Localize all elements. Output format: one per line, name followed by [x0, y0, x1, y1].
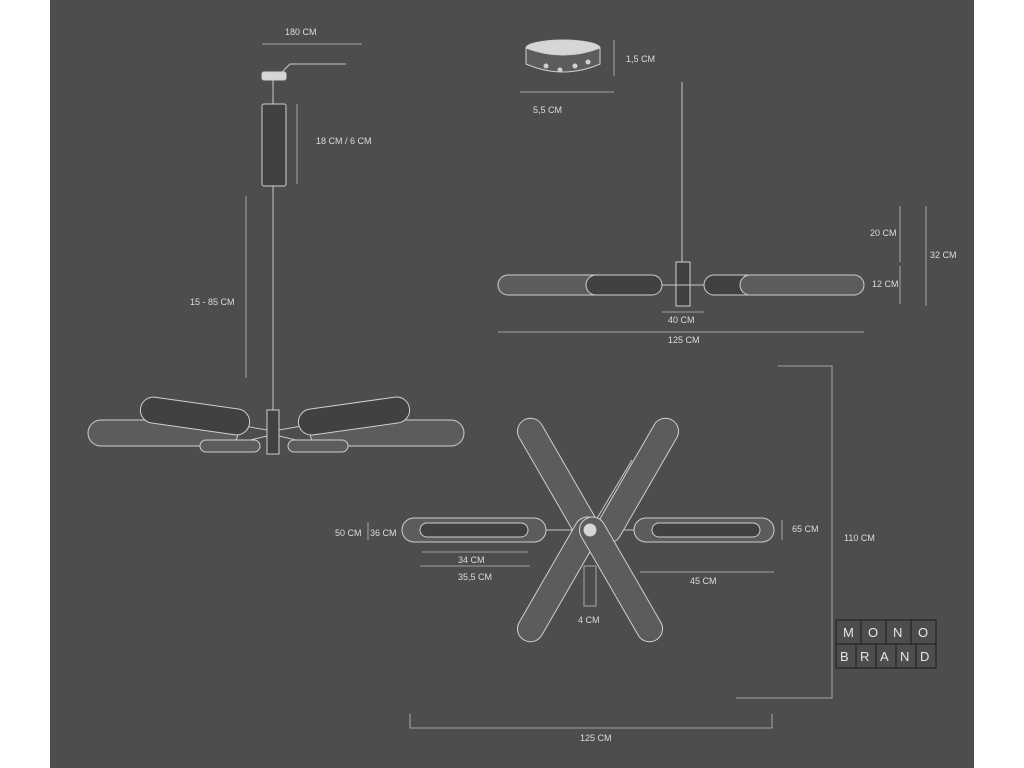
- dim-line-top-height: [736, 365, 833, 699]
- top-view-center: [583, 523, 597, 537]
- dim-body-size: 18 CM / 6 CM: [316, 136, 372, 146]
- dim-tube-height: 65 CM: [792, 524, 819, 534]
- tube-right-small: [287, 439, 349, 453]
- canopy-screw-icon: [572, 63, 578, 69]
- lamp-body: [261, 103, 287, 187]
- logo-letter: A: [880, 649, 891, 664]
- canopy-view: 1,5 CM 5,5 CM: [520, 39, 655, 115]
- canopy-screw-icon: [585, 59, 591, 65]
- tube-left-small: [199, 439, 261, 453]
- canopy-screw-icon: [557, 67, 563, 73]
- dim-tube-outer: 35,5 CM: [458, 572, 492, 582]
- dim-box-center-gap: [583, 565, 597, 607]
- logo-letter: R: [860, 649, 871, 664]
- drawing-panel: [50, 0, 974, 768]
- dim-line-top-width: [409, 714, 773, 729]
- dim-center-gap: 4 CM: [578, 615, 600, 625]
- dim-top-height: 110 CM: [844, 533, 875, 543]
- logo-letter: N: [900, 649, 911, 664]
- dim-canopy-height: 1,5 CM: [626, 54, 655, 64]
- ceiling-canopy: [261, 71, 287, 81]
- dim-top-width: 125 CM: [580, 733, 612, 743]
- elevation-tube-left-inner: [585, 274, 663, 296]
- logo-letter: D: [920, 649, 931, 664]
- dim-side-width: 125 CM: [668, 335, 700, 345]
- dim-upper-height: 20 CM: [870, 228, 897, 238]
- dim-arm-inner: 36 CM: [370, 528, 397, 538]
- logo-letter: O: [918, 625, 930, 640]
- elevation-tube-right-outer: [739, 274, 865, 296]
- dim-arm-outer: 50 CM: [335, 528, 362, 538]
- tube-right-back: [297, 396, 411, 436]
- dim-rod-length: 180 CM: [285, 27, 317, 37]
- dim-canopy-diameter: 5,5 CM: [533, 105, 562, 115]
- logo-letter: B: [840, 649, 851, 664]
- dim-lower-height: 12 CM: [872, 279, 899, 289]
- dim-tube-length: 45 CM: [690, 576, 717, 586]
- tube-horizontal-right-inner: [651, 522, 761, 538]
- side-view-hanging: 180 CM 18 CM / 6 CM 15 - 85 CM: [87, 27, 465, 455]
- elevation-hub: [675, 261, 691, 307]
- dim-hub-width: 40 CM: [668, 315, 695, 325]
- dim-total-height: 32 CM: [930, 250, 957, 260]
- center-hub: [266, 409, 280, 455]
- bracket-arm: [279, 63, 291, 75]
- dim-cable-length: 15 - 85 CM: [190, 297, 235, 307]
- brand-logo: M O N O B R A N D: [835, 619, 937, 669]
- tube-horizontal-left-inner: [419, 522, 529, 538]
- tube-bottom-right: [579, 516, 663, 643]
- top-view: 50 CM 36 CM 34 CM 35,5 CM 65 CM 45 CM 4 …: [335, 365, 875, 743]
- canopy-screw-icon: [543, 63, 549, 69]
- dim-tube-inner: 34 CM: [458, 555, 485, 565]
- logo-letter: O: [868, 625, 880, 640]
- logo-letter: M: [843, 625, 856, 640]
- logo-letter: N: [893, 625, 904, 640]
- tube-left-back: [139, 396, 251, 436]
- side-elevation: 20 CM 12 CM 32 CM 40 CM 125 CM: [497, 82, 957, 345]
